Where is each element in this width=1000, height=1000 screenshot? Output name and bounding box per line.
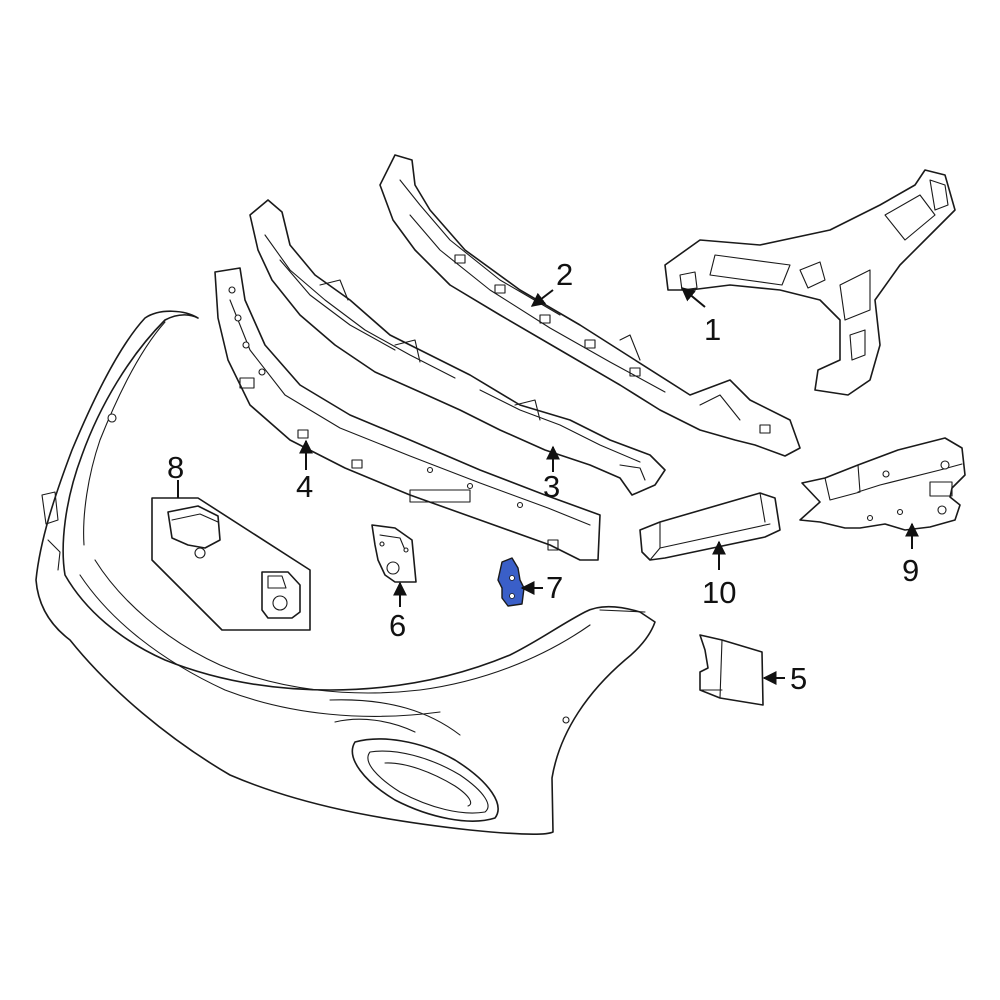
callout-1[interactable]: 1 [704, 312, 721, 347]
callout-6[interactable]: 6 [389, 608, 406, 643]
leader-1 [680, 287, 706, 308]
part-6-clip-bracket[interactable] [371, 524, 417, 583]
bumper-cover[interactable] [35, 310, 656, 835]
part-10-support-beam[interactable] [639, 492, 781, 561]
callout-5[interactable]: 5 [790, 661, 807, 696]
part-1-bumper-bracket[interactable] [664, 169, 956, 396]
callout-4[interactable]: 4 [296, 469, 313, 504]
part-4-reinforcement-bar[interactable] [214, 267, 601, 561]
part-8-clip-kit[interactable] [151, 497, 311, 631]
part-9-bracket-plate[interactable] [799, 437, 966, 531]
leader-2 [530, 289, 554, 307]
callout-10[interactable]: 10 [702, 575, 736, 610]
callout-3[interactable]: 3 [543, 469, 560, 504]
part-5-bracket[interactable] [699, 634, 764, 706]
callout-8[interactable]: 8 [167, 450, 184, 485]
callout-9[interactable]: 9 [902, 553, 919, 588]
callout-7[interactable]: 7 [546, 570, 563, 605]
callout-2[interactable]: 2 [556, 257, 573, 292]
part-2-mounting-rail[interactable] [379, 154, 801, 457]
part-3-energy-absorber[interactable] [249, 199, 666, 496]
part-7-highlighted-bracket[interactable] [497, 557, 525, 607]
